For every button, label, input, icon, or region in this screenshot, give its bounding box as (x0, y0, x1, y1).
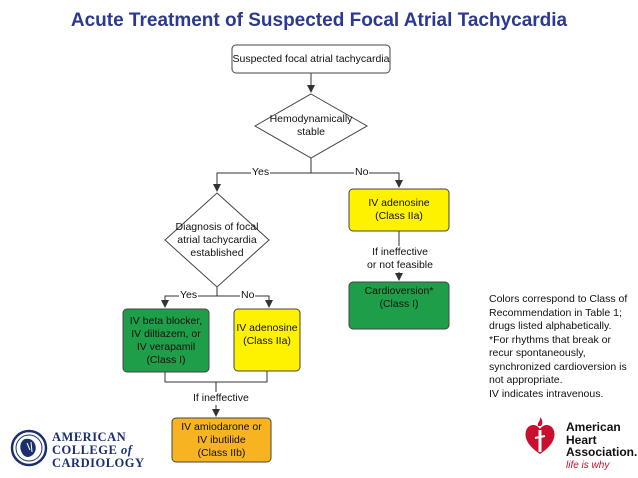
edge-beta-merge (164, 371, 268, 383)
node-beta-blocker (122, 308, 210, 373)
acc-wordmark: AMERICAN COLLEGE of CARDIOLOGY (52, 431, 145, 470)
node-adenosine-right-text: IV adenosine (Class IIa) (368, 197, 430, 222)
edge-label-ineffective-not-feasible: If ineffective or not feasible (363, 246, 437, 272)
node-hemo (253, 93, 369, 159)
node-diagnosis-text: Diagnosis of focal atrial tachycardia es… (175, 220, 259, 259)
edge-label-hemo-yes: Yes (251, 166, 271, 179)
edge-label-dx-yes: Yes (179, 289, 199, 302)
edge-hemo-yes (213, 172, 311, 192)
acc-line3: CARDIOLOGY (52, 456, 145, 470)
node-adenosine-right (348, 188, 450, 232)
node-amiodarone-text: IV amiodarone or IV ibutilide (Class IIb… (181, 420, 262, 459)
acc-logo (10, 429, 48, 467)
aha-tagline: life is why (566, 460, 610, 471)
edge-dx-no (217, 295, 273, 308)
aha-wordmark: American Heart Association. (566, 420, 638, 459)
legend-notes: Colors correspond to Class of Recommenda… (489, 293, 635, 401)
node-cardioversion (348, 281, 450, 330)
edge-dx-yes (161, 295, 217, 308)
legend-iv-note: IV indicates intravenous. (489, 387, 604, 400)
node-start (231, 44, 391, 74)
edge-hemo-no (311, 172, 403, 188)
node-cardioversion-text: Cardioversion* (Class I) (364, 285, 434, 310)
node-adenosine-mid (233, 308, 301, 372)
aha-logo (525, 417, 555, 454)
node-start-text: Suspected focal atrial tachycardia (232, 52, 390, 65)
node-beta-blocker-text: IV beta blocker, IV diltiazem, or IV ver… (129, 314, 203, 366)
acc-seal-icon (10, 429, 48, 467)
edge-label-ineffective: If ineffective (192, 392, 250, 405)
node-amiodarone (171, 417, 272, 463)
aha-heart-torch-icon (525, 417, 555, 454)
edge-label-hemo-no: No (354, 166, 370, 179)
legend-cardioversion-note: *For rhythms that break or recur spontan… (489, 333, 627, 387)
page-title: Acute Treatment of Suspected Focal Atria… (70, 10, 568, 31)
node-adenosine-mid-text: IV adenosine (Class IIa) (236, 322, 298, 347)
acc-line2: COLLEGE of (52, 443, 133, 457)
legend-color-note: Colors correspond to Class of Recommenda… (489, 293, 628, 332)
edge-label-dx-no: No (240, 289, 256, 302)
node-diagnosis (164, 192, 270, 288)
node-hemo-text: Hemodynamically stable (269, 113, 353, 138)
acc-line1: AMERICAN (52, 430, 127, 444)
